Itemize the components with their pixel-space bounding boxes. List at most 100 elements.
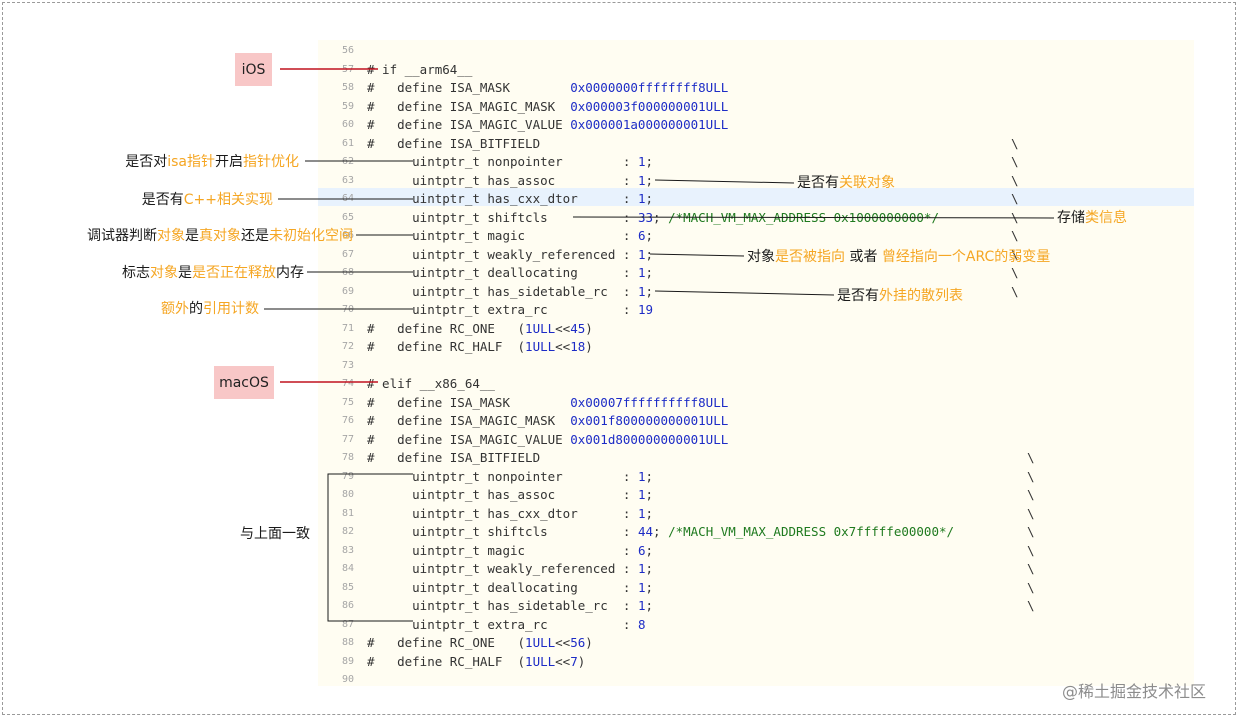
annotation-segment: 是否有 [141, 192, 184, 208]
line-number: 76 [341, 415, 354, 426]
ios-badge-label: iOS [241, 61, 266, 78]
code-line: 64 uintptr_t has_cxx_dtor : 1;\ [318, 190, 1194, 208]
code-line: 58# define ISA_MASK 0x0000000ffffffff8UL… [318, 79, 1194, 97]
code-text: # define ISA_MAGIC_VALUE 0x001d800000000… [367, 431, 728, 449]
line-number: 87 [341, 618, 354, 630]
code-token: ) [585, 339, 593, 354]
line-number: 60 [341, 119, 354, 130]
code-token: ; [645, 246, 653, 262]
code-text: uintptr_t has_assoc : 1; [367, 486, 653, 504]
code-text: uintptr_t nonpointer : 1; [367, 153, 653, 171]
code-token: # define ISA_MASK [367, 80, 571, 95]
annotation-segment: 额外 [161, 301, 189, 317]
line-number: 61 [341, 137, 354, 149]
annotation-segment: 是否对 [125, 154, 168, 170]
code-text: # define RC_HALF (1ULL<<7) [367, 653, 585, 671]
code-text: uintptr_t has_assoc : 1; [367, 172, 653, 190]
code-text: uintptr_t magic : 6; [367, 227, 653, 245]
line-continuation: \ [1011, 283, 1019, 299]
annotation-deallocating: 标志对象是是否正在释放内存 [122, 263, 304, 283]
code-token: uintptr_t has_cxx_dtor : [367, 191, 638, 206]
code-line: 83 uintptr_t magic : 6;\ [318, 542, 1194, 560]
code-token: # define ISA_MAGIC_VALUE [367, 117, 571, 132]
code-line: 79 uintptr_t nonpointer : 1;\ [318, 468, 1194, 486]
code-token: ; [645, 468, 653, 484]
line-continuation: \ [1011, 154, 1019, 169]
code-text: uintptr_t has_cxx_dtor : 1; [367, 190, 653, 208]
line-number: 83 [341, 544, 354, 556]
code-line: 72# define RC_HALF (1ULL<<18) [318, 338, 1194, 356]
code-token: # elif __x86_64__ [367, 376, 495, 391]
code-number: 1 [637, 561, 646, 576]
line-number: 77 [341, 433, 354, 445]
line-continuation: \ [1027, 524, 1035, 539]
annotation-segment: C++相关实现 [183, 192, 273, 208]
annotation-segment: 未初始化空间 [269, 228, 353, 244]
code-token: ; [645, 598, 653, 613]
line-number: 81 [341, 507, 354, 519]
code-text: uintptr_t deallocating : 1; [367, 579, 653, 597]
annotation-segment: 或者 [845, 249, 882, 265]
code-line: 75# define ISA_MASK 0x00007ffffffffff8UL… [318, 394, 1194, 412]
annotation-segment: 内存 [276, 265, 304, 281]
line-number: 73 [341, 359, 354, 371]
annotation-weakly-referenced: 对象是否被指向 或者 曾经指向一个ARC的弱变量 [747, 247, 1050, 267]
annotation-segment: 存储 [1057, 210, 1085, 226]
annotation-shiftcls: 存储类信息 [1057, 208, 1127, 228]
code-number: 1 [637, 265, 646, 280]
code-number: 1ULL [525, 320, 556, 336]
code-token: # define ISA_MAGIC_VALUE [367, 431, 571, 447]
current-line-highlight [318, 188, 1194, 206]
macos-badge-label: macOS [219, 374, 269, 391]
code-token: uintptr_t nonpointer : [367, 154, 638, 169]
code-line: 85 uintptr_t deallocating : 1;\ [318, 579, 1194, 597]
code-line: 68 uintptr_t deallocating : 1;\ [318, 264, 1194, 282]
line-number: 78 [341, 452, 354, 463]
code-token: uintptr_t extra_rc : [367, 616, 638, 632]
code-number: 1 [637, 598, 646, 613]
code-line: 69 uintptr_t has_sidetable_rc : 1;\ [318, 283, 1194, 301]
code-line: 60 # define ISA_MAGIC_VALUE 0x000001a0000… [318, 116, 1194, 134]
code-line: 77 # define ISA_MAGIC_VALUE 0x001d8000000… [318, 431, 1194, 449]
code-number: 1ULL [525, 653, 556, 669]
code-number: 0x000003f000000001ULL [570, 98, 729, 114]
code-number: 0x0000000ffffffff8ULL [570, 80, 729, 95]
code-token: ; [645, 579, 653, 595]
code-token: ; [645, 561, 653, 576]
code-token: << [555, 635, 571, 650]
annotation-segment: 对象 [150, 265, 178, 281]
line-continuation: \ [1027, 505, 1035, 521]
annotation-segment: 是 [185, 228, 199, 244]
line-number: 75 [341, 396, 354, 408]
code-number: 56 [570, 635, 586, 650]
code-line: 73 [318, 357, 1194, 375]
code-token: uintptr_t nonpointer : [367, 468, 638, 484]
code-text: uintptr_t has_sidetable_rc : 1; [367, 283, 653, 301]
code-line: 56 [318, 42, 1194, 60]
annotation-segment: 类信息 [1085, 210, 1127, 226]
line-number: 66 [341, 230, 354, 241]
shiftcls-connector [572, 216, 1055, 219]
code-token: uintptr_t deallocating : [367, 265, 638, 280]
annotation-has-cxx-dtor: 是否有C++相关实现 [142, 190, 273, 210]
annotation-segment: 的 [189, 301, 203, 317]
line-number: 59 [341, 100, 354, 112]
code-text: uintptr_t shiftcls : 44; /*MACH_VM_MAX_A… [367, 523, 954, 541]
code-number: 1 [637, 191, 646, 206]
code-token: # define ISA_BITFIELD [367, 450, 541, 465]
code-token: ; [645, 172, 653, 188]
macos-badge: macOS [214, 366, 274, 399]
annotation-segment: 开启 [215, 154, 243, 170]
code-token: ; [645, 487, 653, 502]
code-token: ; [645, 228, 653, 243]
code-text: # define ISA_MAGIC_VALUE 0x000001a000000… [367, 116, 728, 134]
annotation-segment: 对象 [747, 249, 775, 265]
code-token: # define ISA_MASK [367, 394, 571, 410]
line-number: 80 [341, 489, 354, 500]
ios-badge: iOS [235, 53, 272, 86]
code-token: ; [653, 524, 669, 539]
code-token: uintptr_t magic : [367, 542, 638, 558]
line-continuation: \ [1027, 468, 1035, 484]
code-line: 89# define RC_HALF (1ULL<<7) [318, 653, 1194, 671]
